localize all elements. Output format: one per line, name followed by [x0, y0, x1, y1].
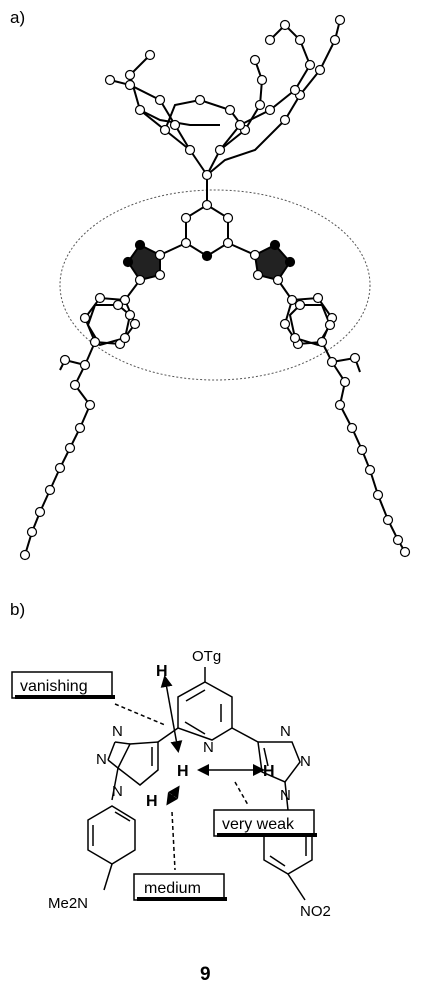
callout-box-vanishing: [11, 671, 113, 699]
central-ring: [185, 203, 229, 258]
left-triazole-ring: [117, 741, 159, 786]
upper-chain-c: [206, 19, 341, 176]
callout-medium: medium: [144, 880, 201, 897]
left-phenyl-ring: [87, 805, 136, 865]
arrow-vanishing: [160, 675, 183, 753]
me2n-label: Me2N: [48, 895, 88, 912]
otg-label: OTg: [192, 648, 221, 665]
triazole-n-label: N: [112, 723, 123, 740]
compound-number: 9: [200, 964, 211, 985]
hydrogen-label: H: [146, 793, 158, 810]
panel-label-b: b): [10, 600, 26, 619]
triazole-n-label: N: [112, 783, 123, 800]
crystal-structure: [24, 19, 406, 556]
hydrogen-label: H: [177, 763, 189, 780]
no2-label: NO2: [300, 903, 331, 920]
pyridine-n-label: N: [203, 739, 214, 756]
lower-right-chain: [331, 361, 406, 553]
callout-vanishing: vanishing: [20, 678, 88, 695]
panel-label-a: a): [10, 8, 26, 27]
callout-box-medium: [133, 873, 225, 901]
triazole-n-label: N: [300, 753, 311, 770]
arrow-medium: [166, 785, 180, 806]
atom-spheres: [19, 14, 411, 561]
triazole-n-label: N: [96, 751, 107, 768]
hydrogen-label: H: [156, 663, 168, 680]
callout-very-weak: very weak: [222, 816, 295, 833]
triazole-n-label: N: [280, 723, 291, 740]
triazole-n-label: N: [280, 787, 291, 804]
hydrogen-label: H: [263, 763, 275, 780]
highlight-ellipse: [59, 189, 371, 381]
lower-left-chain: [24, 364, 92, 556]
chemical-structure: [11, 667, 317, 901]
callout-box-very-weak: [213, 809, 315, 837]
